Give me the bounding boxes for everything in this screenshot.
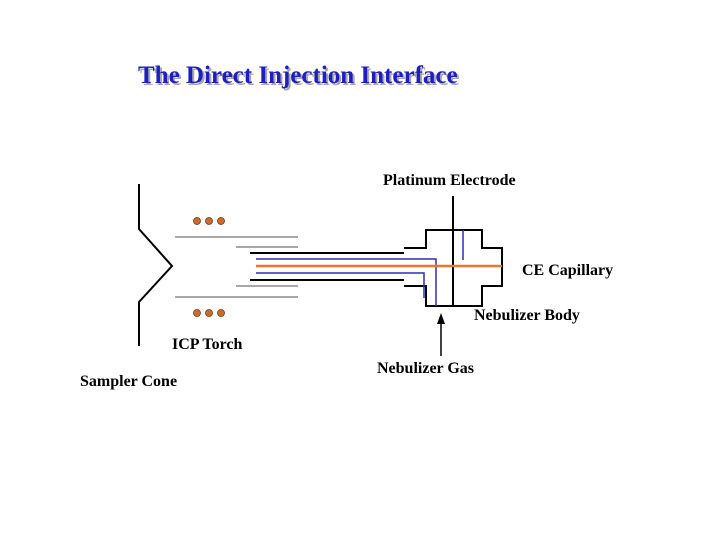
nebulizer-gas-channel [404, 230, 464, 306]
coil-dots-bottom [193, 309, 225, 317]
icp-torch-label: ICP Torch [172, 336, 243, 353]
sampler-cone [138, 184, 174, 346]
nebulizer-gas-arrow [437, 313, 445, 356]
icp-torch-tubes [175, 236, 298, 298]
ce-capillary-label: CE Capillary [522, 262, 614, 279]
coil-dots-top [193, 217, 225, 225]
diagram-title: The Direct Injection Interface [138, 62, 458, 89]
platinum-electrode-label: Platinum Electrode [383, 172, 516, 189]
injector-lines [250, 252, 404, 281]
sampler-cone-label: Sampler Cone [80, 373, 178, 390]
nebulizer-body-label: Nebulizer Body [474, 307, 580, 324]
nebulizer-gas-label: Nebulizer Gas [377, 360, 475, 377]
